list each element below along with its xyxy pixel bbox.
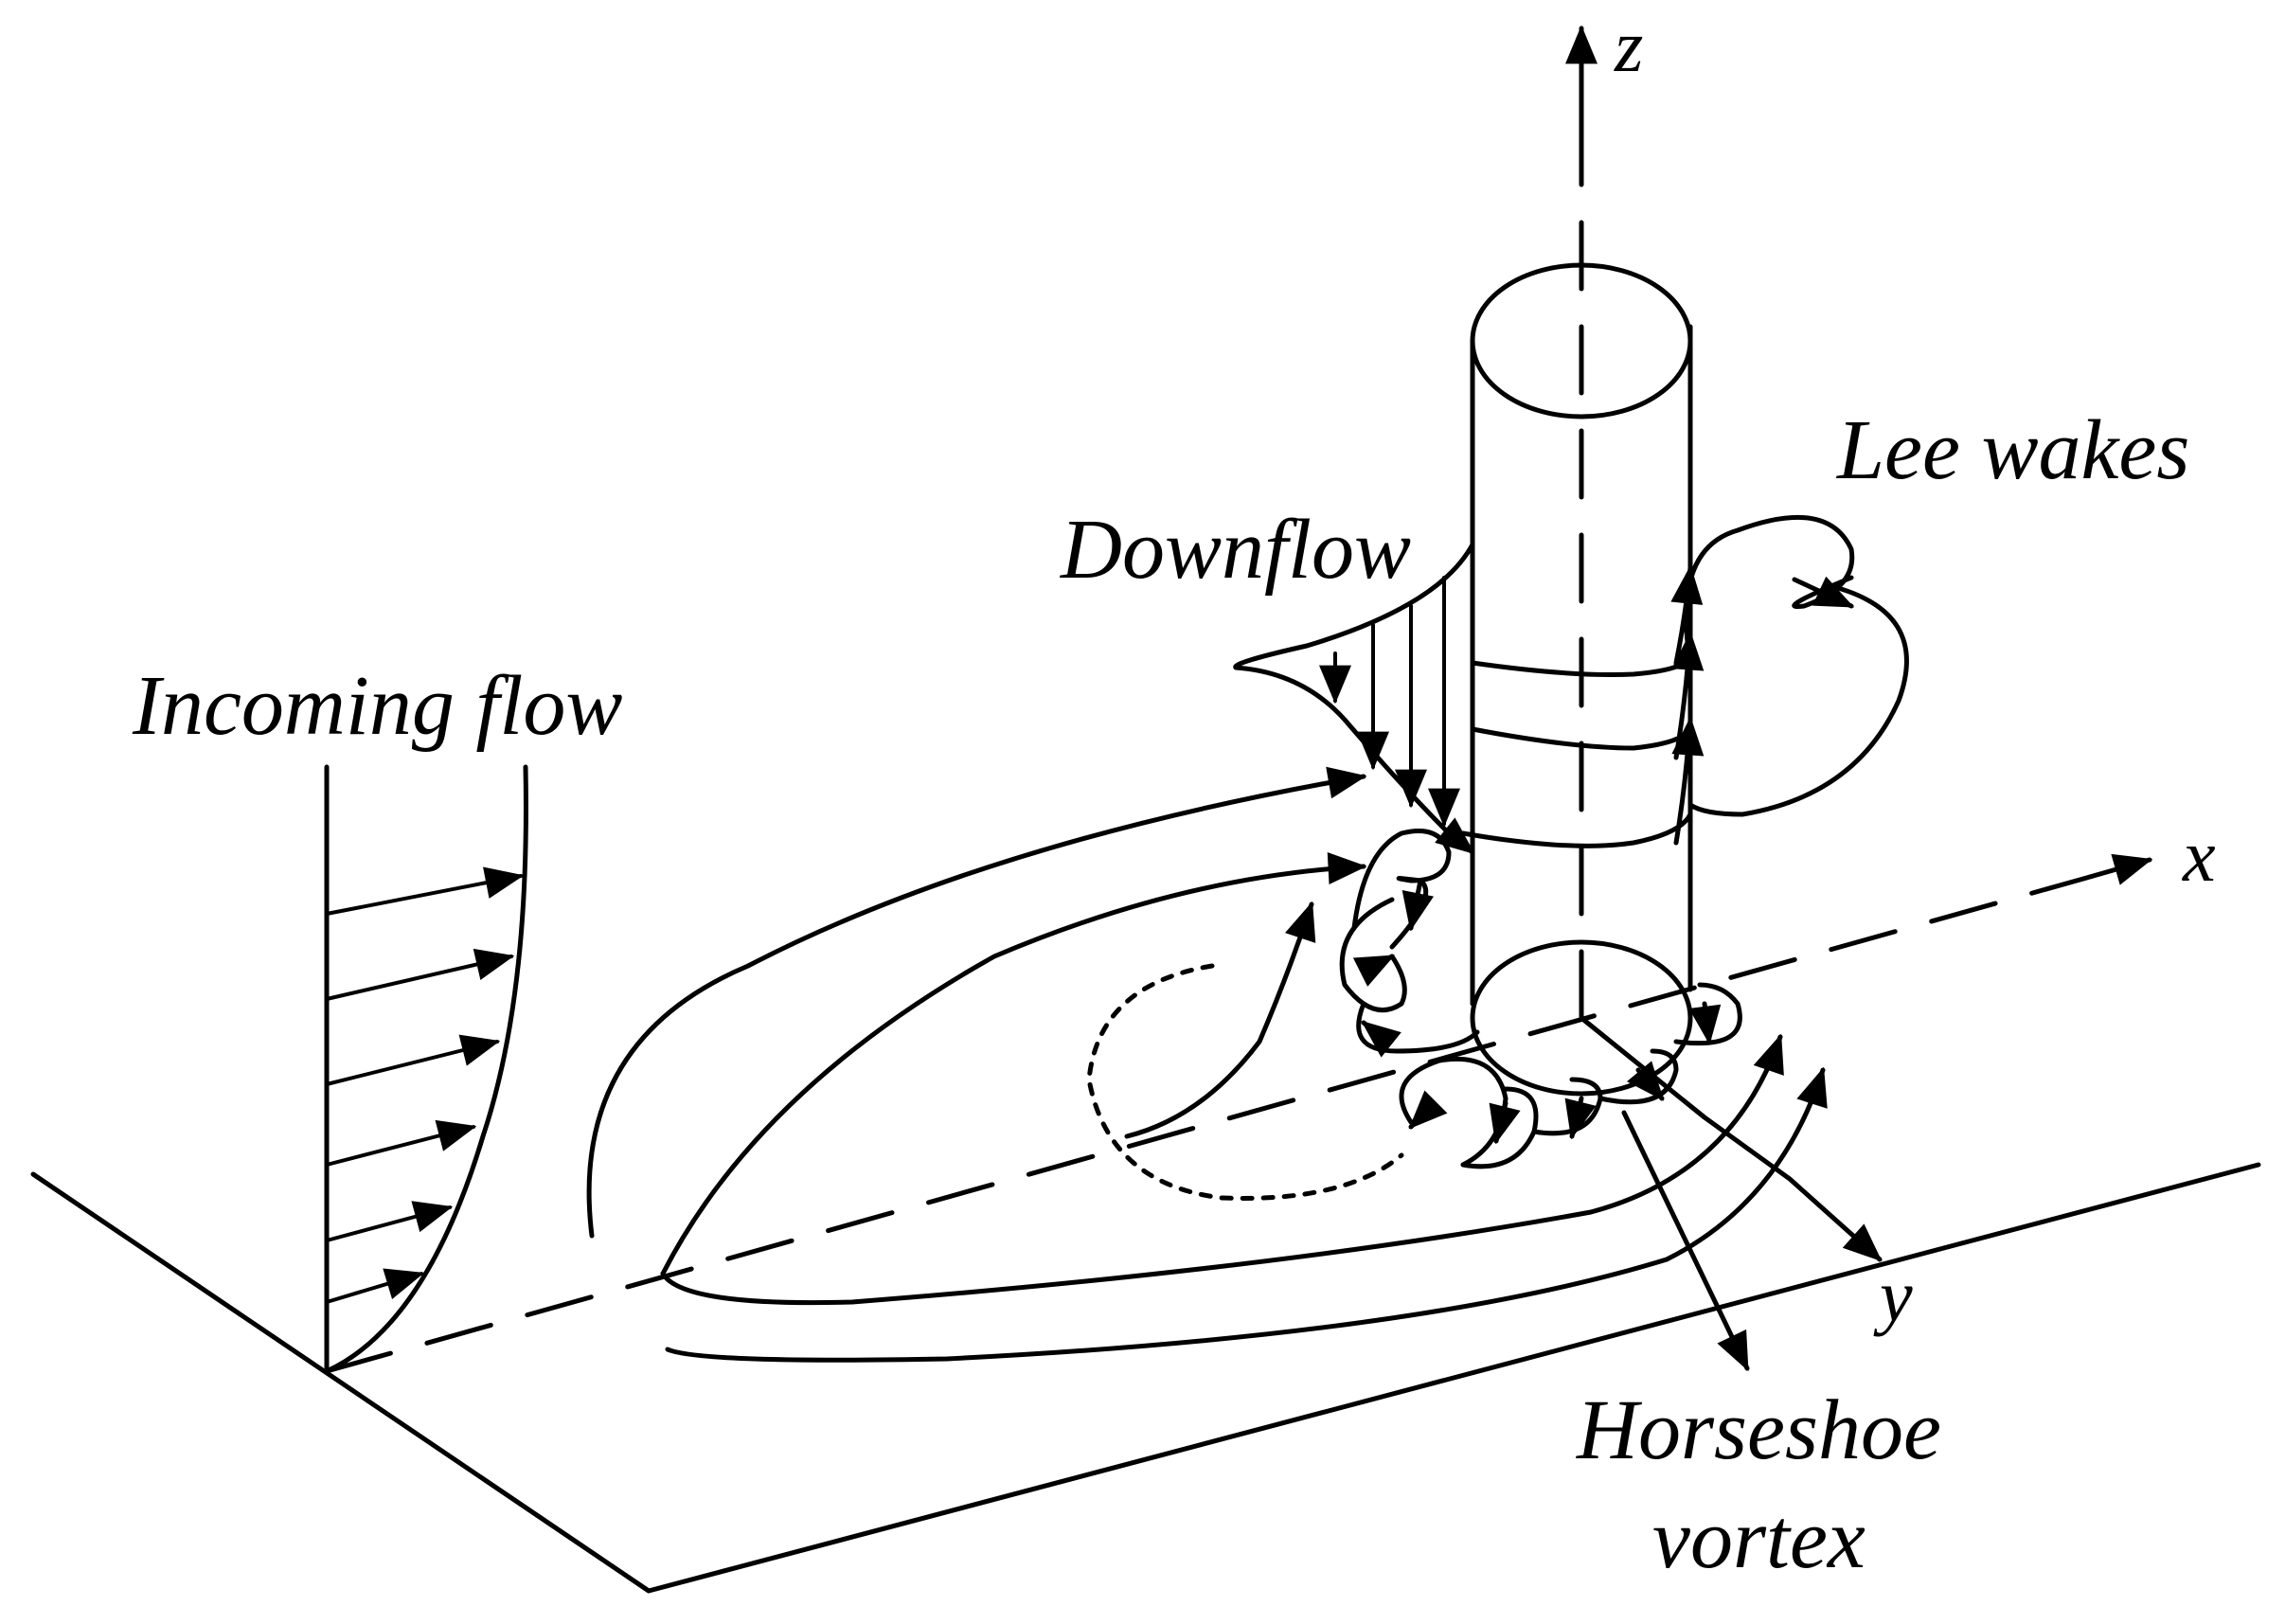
lee-wake-inner-arrow (1792, 576, 1855, 609)
cylinder-pier (1460, 262, 1693, 1097)
horseshoe-vortex (586, 766, 1828, 1372)
y-axis-line (1579, 1015, 1883, 1262)
lee-wake-loop-lower (1687, 582, 1909, 817)
vortex-coil-front-3-arrow (1361, 1020, 1401, 1058)
cylinder-flow-line-3 (1460, 812, 1693, 848)
streamline-outer-lower (665, 1066, 1828, 1363)
lee-wakes (1670, 514, 1909, 846)
x-axis-arrow (2080, 853, 2153, 885)
vortex-coil-front-2 (1339, 897, 1407, 1013)
ground-plane (30, 1162, 2261, 1594)
x-axis-line (324, 876, 2086, 1374)
streamline-lower (660, 1033, 1784, 1306)
vortex-coil-lower-1 (1399, 1056, 1508, 1168)
vortex-coil-front-1 (1351, 829, 1452, 950)
cylinder-flow-line-2 (1470, 726, 1693, 751)
downflow (1233, 542, 1475, 855)
lee-wake-arrow-1 (1671, 716, 1705, 846)
incoming-flow-arrow-6 (325, 1268, 425, 1304)
lee-wakes-label: Lee wakes (1835, 403, 2189, 497)
incoming-flow-arrow-5 (325, 1201, 454, 1242)
separation-dotted-line (1086, 963, 1404, 1201)
incoming-flow-label: Incoming flow (132, 659, 622, 753)
vortex-coil-front-2-arrow (1352, 954, 1396, 987)
vortex-coil-lower-4 (1598, 1048, 1679, 1105)
incoming-flow-arrow-1 (325, 866, 525, 916)
vortex-coil-lower-5-arrow (1688, 1001, 1722, 1045)
incoming-flow-arrow-3 (325, 1034, 501, 1086)
vortex-coil-lower-3-arrow (1564, 1096, 1597, 1140)
incoming-flow-arrow-4 (325, 1119, 477, 1167)
y-axis (1579, 1015, 1883, 1262)
streamline-outer-upper (586, 766, 1367, 1239)
vortex-coil-front-1-arrow (1401, 878, 1435, 932)
horseshoe-pointer (1621, 1110, 1750, 1372)
ground-plane-edge (30, 1162, 2261, 1594)
vortex-coil-lower-4-arrow (1626, 1061, 1665, 1101)
horseshoe-label-line2: vortex (1652, 1492, 1865, 1586)
lee-wake-loop-upper (1684, 514, 1855, 666)
y-axis-label: y (1873, 1255, 1913, 1337)
horseshoe-label-line1: Horseshoe (1576, 1383, 1941, 1477)
vortex-coil-lower-2-arrow (1489, 1100, 1521, 1145)
streamline-inner-arrow (1124, 901, 1316, 1139)
vortex-coil-lower-1-arrow (1408, 1090, 1448, 1130)
x-axis-label: x (2182, 814, 2216, 897)
downflow-arrow-5 (1435, 817, 1475, 855)
streamline-inner-upper (660, 851, 1367, 1276)
incoming-flow-arrow-2 (325, 948, 515, 1001)
x-axis (324, 853, 2153, 1374)
z-axis-label: z (1614, 5, 1643, 87)
incoming-flow (324, 764, 528, 1374)
incoming-flow-profile (324, 764, 528, 1374)
downflow-label: Downflow (1059, 503, 1411, 597)
